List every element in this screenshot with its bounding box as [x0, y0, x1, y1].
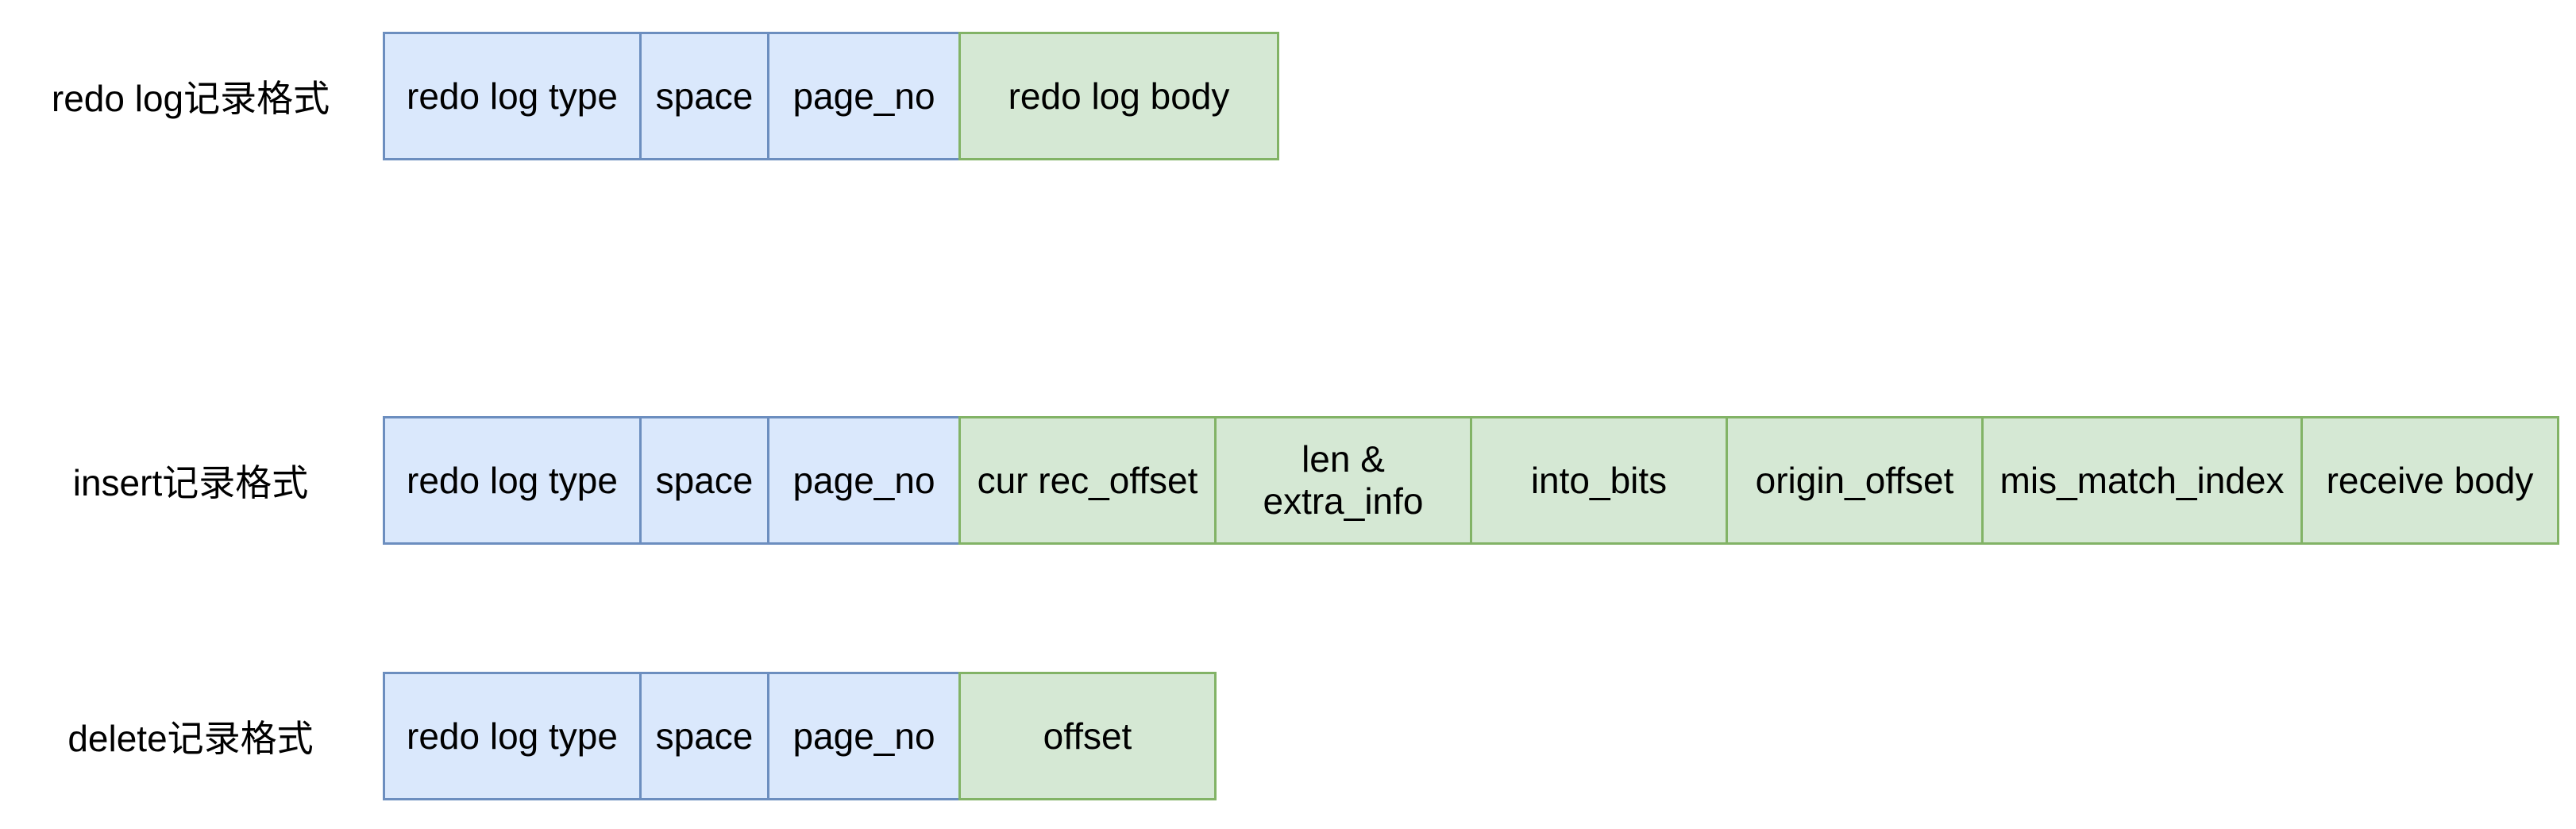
- field-page-no: page_no: [767, 416, 961, 545]
- redo-log-format-row: redo log记录格式 redo log type space page_no…: [0, 32, 2576, 160]
- field-page-no: page_no: [767, 32, 961, 160]
- field-receive-body: receive body: [2300, 416, 2559, 545]
- delete-format-row: delete记录格式 redo log type space page_no o…: [0, 672, 2576, 800]
- field-space: space: [639, 672, 769, 800]
- insert-format-label: insert记录格式: [72, 462, 309, 503]
- field-into-bits: into_bits: [1470, 416, 1728, 545]
- field-mis-match-index: mis_match_index: [1981, 416, 2303, 545]
- field-redo-log-body: redo log body: [958, 32, 1279, 160]
- field-space: space: [639, 416, 769, 545]
- field-origin-offset: origin_offset: [1726, 416, 1984, 545]
- field-offset: offset: [958, 672, 1217, 800]
- field-redo-log-type: redo log type: [383, 416, 642, 545]
- field-len-extra-info: len & extra_info: [1214, 416, 1472, 545]
- field-cur-rec-offset: cur rec_offset: [958, 416, 1217, 545]
- redo-log-format-label: redo log记录格式: [51, 78, 330, 119]
- insert-format-row: insert记录格式 redo log type space page_no c…: [0, 416, 2576, 545]
- field-redo-log-type: redo log type: [383, 672, 642, 800]
- field-page-no: page_no: [767, 672, 961, 800]
- field-redo-log-type: redo log type: [383, 32, 642, 160]
- field-space: space: [639, 32, 769, 160]
- delete-format-label: delete记录格式: [67, 718, 314, 759]
